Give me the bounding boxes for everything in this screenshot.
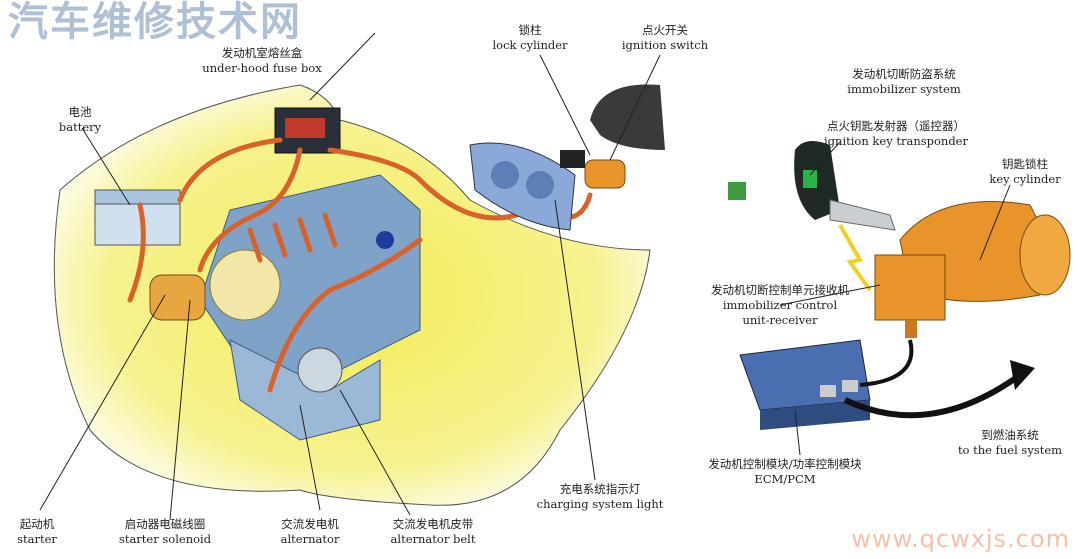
battery-shape (94, 189, 181, 246)
label-cn: 交流发电机 (281, 517, 339, 531)
label-cn: 充电系统指示灯 (559, 482, 641, 496)
transponder-key-shape (728, 141, 896, 292)
label-en: key cylinder (989, 172, 1061, 186)
label-en: under-hood fuse box (202, 61, 322, 75)
label-en: ignition switch (621, 38, 709, 52)
wiring-harness (127, 137, 593, 393)
label-cn: 钥匙锁柱 (1001, 157, 1048, 171)
label-cn: 到燃油系统 (981, 428, 1039, 442)
dashboard-cluster (469, 142, 576, 231)
label-en: immobilizer control (722, 298, 838, 312)
label-cn: 发动机切断防盗系统 (852, 67, 956, 81)
label-en: to the fuel system (957, 443, 1063, 457)
label-en: ECM/PCM (754, 472, 816, 486)
label-en: alternator belt (390, 532, 476, 546)
label-cn: 电池 (68, 105, 92, 119)
label-en: starter (17, 532, 57, 546)
engine-block (199, 174, 421, 441)
label-key-transponder: 点火钥匙发射器（遥控器）ignition key transponder (824, 119, 968, 149)
ecm-module-shape (739, 339, 1035, 430)
label-cn: 交流发电机皮带 (392, 517, 474, 531)
watermark-text: 汽车维修技术网 (8, 0, 302, 45)
label-cn: 发动机切断控制单元接收机 (711, 283, 849, 297)
label-en: alternator (280, 532, 340, 546)
label-en: ignition key transponder (824, 134, 968, 148)
leader-lines (39, 32, 1011, 521)
label-cn: 发动机控制模块/功率控制模块 (708, 457, 862, 471)
key-cylinder-shape (874, 201, 1071, 338)
label-cn: 起动机 (19, 517, 55, 531)
label-en: battery (58, 120, 102, 134)
watermark-url: www.qcwxjs.com (851, 525, 1070, 553)
label-cn: 点火钥匙发射器（遥控器） (826, 119, 965, 133)
fuse-box-shape (274, 107, 341, 154)
label-cn: 点火开关 (642, 23, 688, 37)
label-en: starter solenoid (118, 532, 212, 546)
label-en: charging system light (536, 497, 664, 511)
label-en: lock cylinder (492, 38, 568, 52)
label-en: unit-receiver (742, 313, 818, 327)
label-en: immobilizer system (847, 82, 961, 96)
label-cn: 锁柱 (518, 23, 542, 37)
label-cn: 启动器电磁线圈 (124, 517, 206, 531)
ignition-switch-shape (560, 84, 665, 189)
label-cn: 发动机室熔丝盒 (221, 46, 303, 60)
starter-shape (149, 274, 206, 321)
